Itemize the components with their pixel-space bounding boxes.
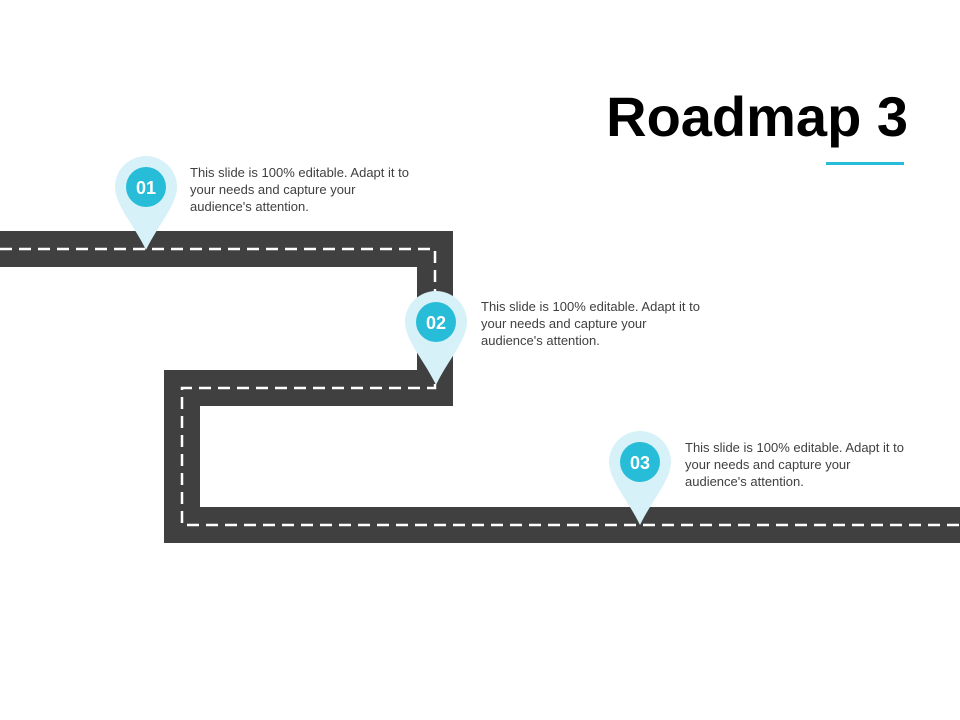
pin-number-02: 02 [426, 313, 446, 333]
road-lane-marking [0, 247, 960, 527]
title-underline [826, 162, 904, 165]
step-description-02: This slide is 100% editable. Adapt it to… [481, 299, 700, 348]
location-pin-icon-02: 02 [405, 291, 467, 385]
step-description-03: This slide is 100% editable. Adapt it to… [685, 440, 904, 489]
pin-number-01: 01 [136, 178, 156, 198]
location-pin-icon-01: 01 [115, 156, 177, 250]
pin-number-03: 03 [630, 453, 650, 473]
step-description-01: This slide is 100% editable. Adapt it to… [190, 165, 409, 214]
slide-title: Roadmap 3 [606, 85, 908, 148]
location-pin-icon-03: 03 [609, 431, 671, 525]
